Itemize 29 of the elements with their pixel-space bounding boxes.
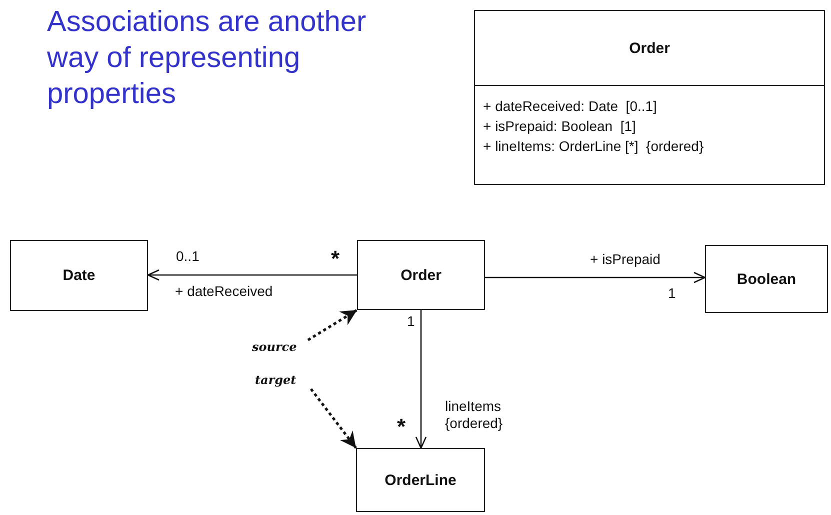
edge-label: + isPrepaid [590,251,660,268]
dotted-arrow [307,308,358,342]
multiplicity-label: 0..1 [176,248,200,265]
multiplicity-label: 1 [407,313,415,330]
title: Associations are another way of representing properties [47,5,368,112]
association-arrow [485,272,706,284]
class-name: Order [629,40,670,56]
role-note: source [252,340,297,354]
class-name: Boolean [736,270,796,288]
attribute-text: + lineItems: OrderLine [*] {ordered} [483,137,705,156]
association-arrow [147,269,357,281]
association-arrow [415,310,427,449]
role-note: target [255,373,296,387]
multiplicity-label: 1 [668,285,676,302]
class-name: Date [62,267,96,284]
class-name: OrderLine [384,472,456,488]
class-box [705,245,828,313]
multiplicity-label: * [397,418,406,435]
class-box [10,240,148,311]
class-box [474,10,825,185]
attribute-text: + isPrepaid: Boolean [1] [483,117,637,136]
class-box [356,448,485,512]
class-name: Order [400,266,442,284]
attribute-text: + dateReceived: Date [0..1] [483,97,658,116]
multiplicity-label: * [331,250,340,267]
edge-label: lineItems {ordered} [445,398,504,432]
dotted-arrow [310,388,358,449]
class-box [357,240,485,310]
edge-label: + dateReceived [175,283,273,300]
